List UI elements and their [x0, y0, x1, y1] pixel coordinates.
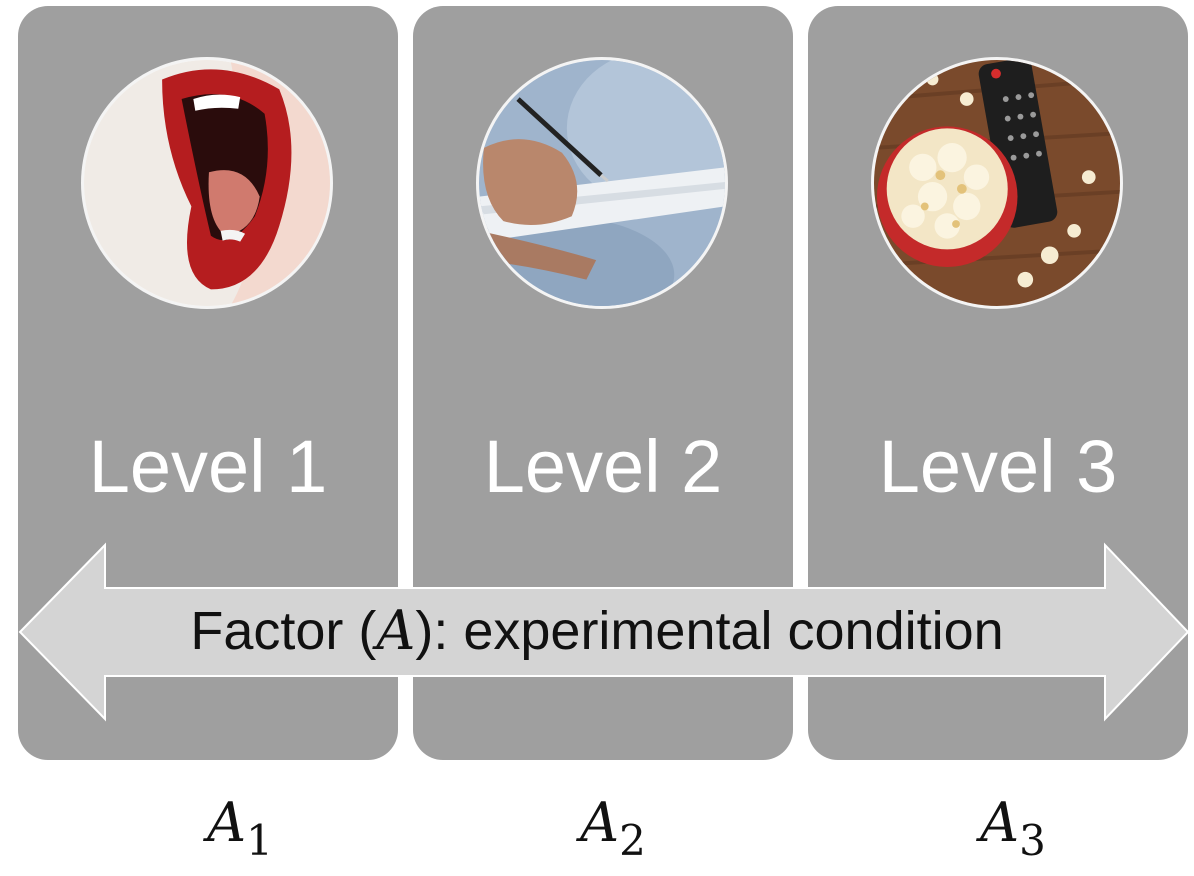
- factor-label-suffix: ): experimental condition: [415, 601, 1003, 661]
- factor-label-prefix: Factor (: [190, 601, 376, 661]
- a2-var: A: [580, 791, 619, 854]
- a3-index: 3: [1019, 816, 1046, 865]
- a1-index: 1: [246, 816, 273, 865]
- a1-var: A: [207, 791, 246, 854]
- factor-label: Factor (A): experimental condition: [18, 594, 1176, 668]
- a2-index: 2: [619, 816, 646, 865]
- a3-var: A: [980, 791, 1019, 854]
- factor-variable: A: [376, 599, 415, 662]
